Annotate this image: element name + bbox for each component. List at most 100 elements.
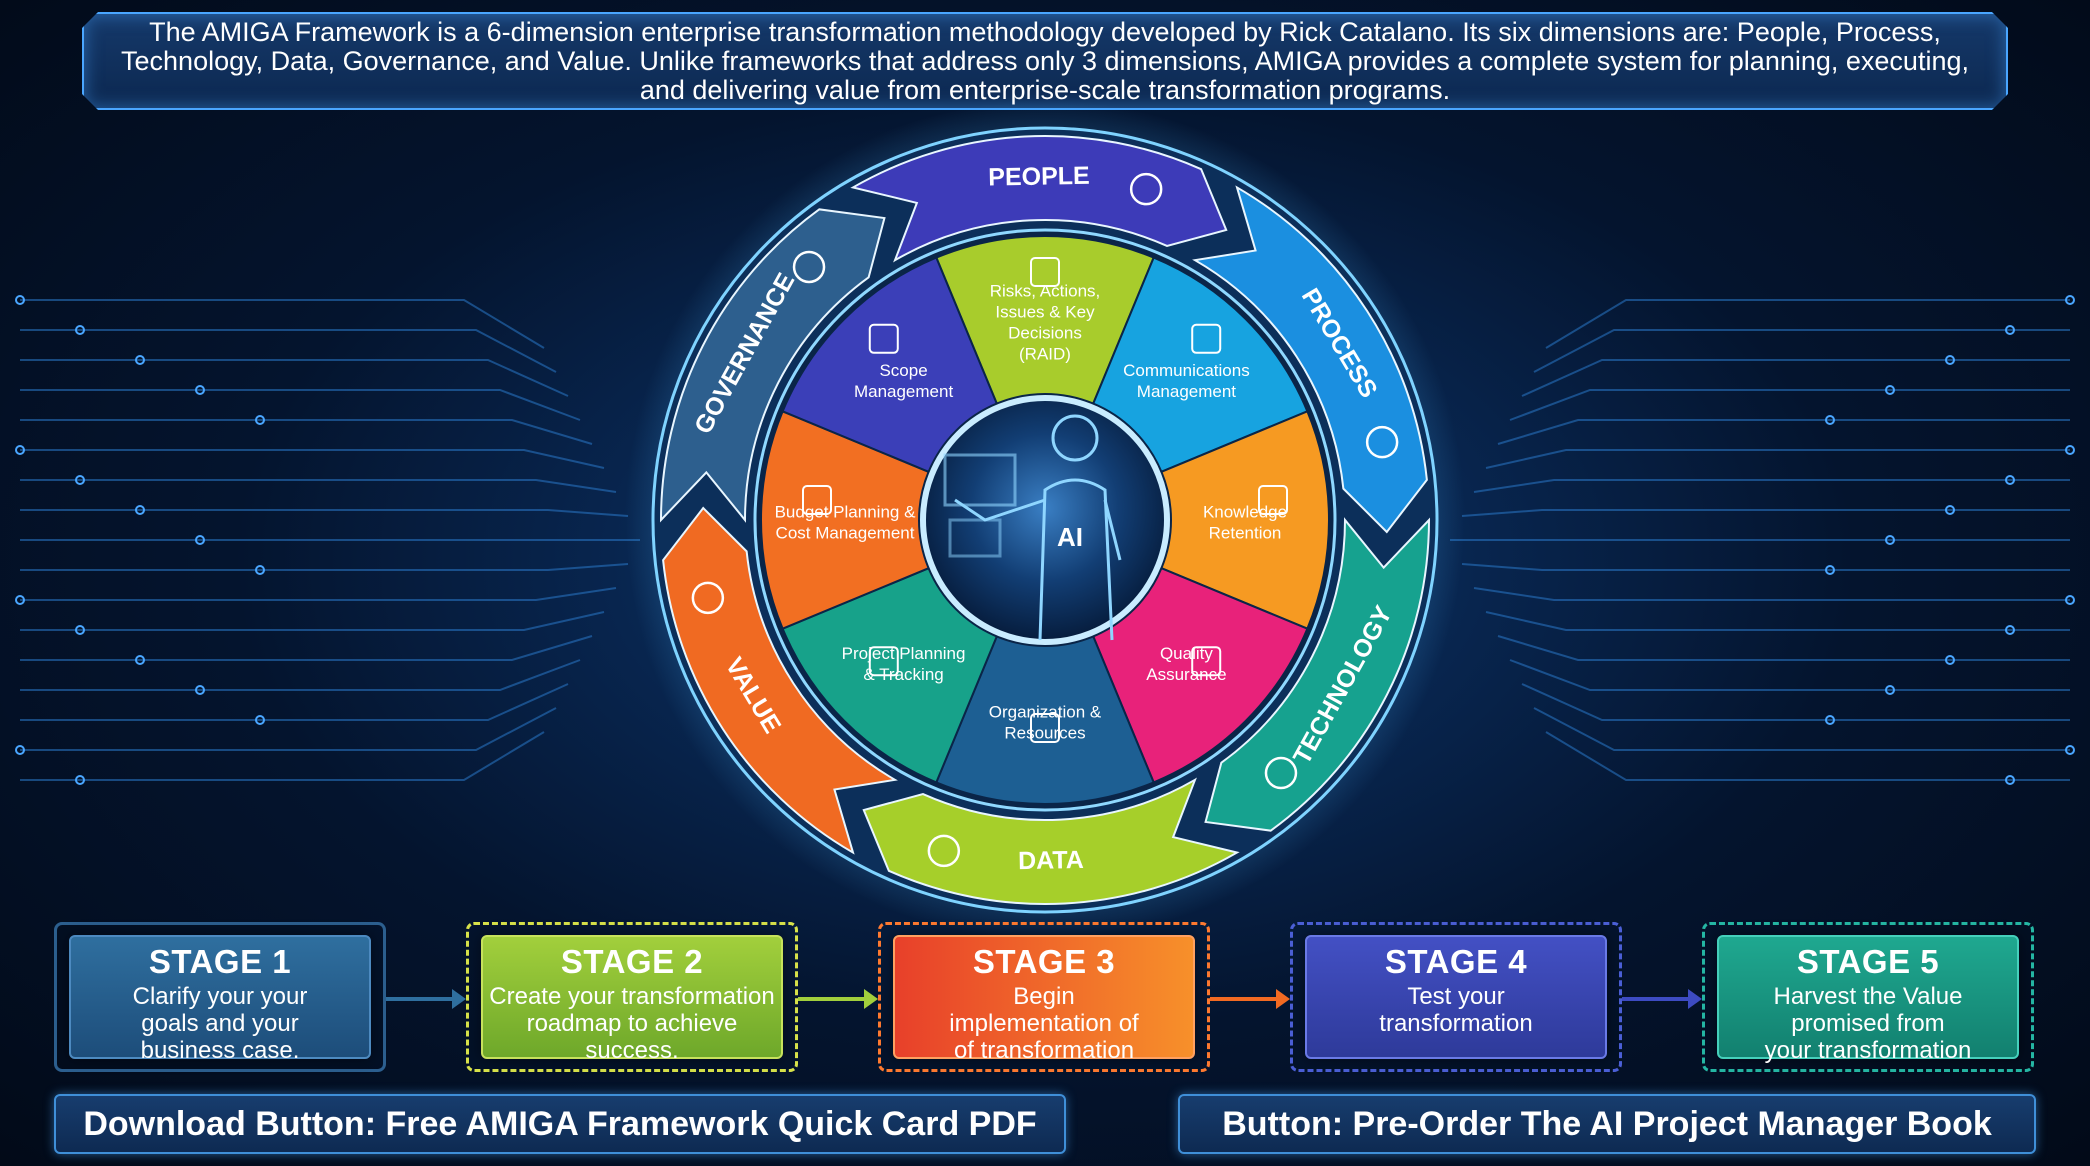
circuit-node-left (195, 385, 205, 395)
circuit-node-right (1825, 415, 1835, 425)
segment-label: Scope (879, 361, 927, 380)
segment-wedge (935, 635, 1155, 805)
segment-label: Assurance (1146, 665, 1226, 684)
circuit-trace-right (1533, 707, 2070, 751)
circuit-trace-left (20, 479, 617, 493)
circuit-node-left (15, 745, 25, 755)
circuit-node-right (2005, 625, 2015, 635)
circuit-trace-left (20, 611, 605, 631)
stage-1-card[interactable]: STAGE 1 Clarify your your goals and your… (54, 922, 386, 1072)
dimension-arrow-governance (659, 208, 886, 523)
stage-2-line-3: success. (585, 1037, 679, 1064)
circuit-trace-right (1545, 299, 2070, 349)
circuit-trace-left (20, 587, 617, 601)
stage-2-line-1: Create your transformation (489, 983, 775, 1010)
stage-4-description: Test your transformation (1373, 983, 1538, 1037)
circuit-trace-left (20, 659, 581, 691)
segment-label: Risks, Actions, (990, 282, 1101, 301)
people-group-icon (1129, 172, 1163, 206)
segment-label: Quality (1160, 644, 1213, 663)
circuit-node-left (255, 565, 265, 575)
stage-2-title: STAGE 2 (560, 943, 704, 980)
circuit-trace-right (1461, 563, 2070, 571)
circuit-node-right (2005, 325, 2015, 335)
banner-text: The AMIGA Framework is a 6-dimension ent… (121, 16, 1969, 105)
stage-2-line-2: roadmap to achieve (526, 1010, 738, 1037)
dimension-label-data: DATA (1018, 846, 1084, 875)
circuit-trace-left (20, 419, 593, 445)
stage-1-panel: STAGE 1 Clarify your your goals and your… (69, 935, 371, 1064)
circuit-node-right (2065, 595, 2075, 605)
circuit-trace-left (20, 359, 569, 397)
circuit-trace-right (1509, 389, 2070, 421)
circuit-trace-left (20, 509, 629, 517)
stage-2-panel: STAGE 2 Create your transformation roadm… (481, 935, 783, 1064)
quality-check-icon (1191, 646, 1222, 677)
hands-star-icon (691, 581, 725, 615)
core-ai-label: AI (1057, 522, 1083, 552)
segment-label: Issues & Key (995, 303, 1095, 322)
stage-3-to-4-arrow (1210, 989, 1290, 1009)
circuit-node-left (15, 295, 25, 305)
circuit-node-right (1945, 655, 1955, 665)
circuit-node-right (2065, 445, 2075, 455)
segment-label: (RAID) (1019, 345, 1071, 364)
segment-label: Management (854, 382, 954, 401)
circuit-node-left (75, 625, 85, 635)
bank-building-icon (792, 250, 826, 284)
circuit-node-left (195, 535, 205, 545)
segment-label: Cost Management (776, 524, 915, 543)
stage-5-card[interactable]: STAGE 5 Harvest the Value promised from … (1702, 922, 2034, 1072)
segment-wedge (760, 410, 930, 630)
stage-1-title: STAGE 1 (148, 943, 292, 980)
stage-3-line-2: implementation of (949, 1010, 1139, 1037)
stage-4-to-5-arrow (1622, 989, 1702, 1009)
download-quick-card-button[interactable]: Download Button: Free AMIGA Framework Qu… (54, 1094, 1066, 1154)
circuit-node-left (135, 655, 145, 665)
circuit-trace-right (1509, 659, 2070, 691)
stage-3-line-3: of transformation (953, 1037, 1135, 1064)
org-chart-icon (1030, 713, 1060, 743)
stage-3-panel: STAGE 3 Begin implementation of of trans… (893, 935, 1195, 1064)
circuit-trace-left (20, 329, 557, 373)
segment-wedge (1160, 410, 1330, 630)
stage-1-description: Clarify your your goals and your busines… (127, 983, 314, 1064)
stage-5-line-1: Harvest the Value (1773, 983, 1963, 1010)
stage-5-title: STAGE 5 (1796, 943, 1940, 980)
circuit-node-left (75, 475, 85, 485)
stage-1-line-2: goals and your (141, 1010, 299, 1037)
gears-icon (1365, 425, 1399, 459)
segment-label: Project Planning (842, 644, 966, 663)
segment-wedge (935, 235, 1155, 405)
stage-5-line-2: promised from (1791, 1010, 1945, 1037)
dimension-label-people: PEOPLE (988, 162, 1090, 192)
stage-2-card[interactable]: STAGE 2 Create your transformation roadm… (466, 922, 798, 1072)
segment-label: Decisions (1008, 324, 1082, 343)
circuit-trace-right (1497, 635, 2070, 661)
circuit-trace-right (1485, 449, 2070, 469)
segment-label: Knowledge (1203, 503, 1287, 522)
stage-3-line-1: Begin (1013, 983, 1075, 1010)
communication-icon (1191, 323, 1222, 354)
stage-4-card[interactable]: STAGE 4 Test your transformation (1290, 922, 1622, 1072)
stage-3-description: Begin implementation of of transformatio… (943, 983, 1144, 1064)
description-banner: The AMIGA Framework is a 6-dimension ent… (82, 12, 2008, 110)
ai-figure-icon (943, 414, 1122, 641)
circuit-trace-left (20, 635, 593, 661)
circuit-node-left (15, 595, 25, 605)
circuit-node-left (15, 445, 25, 455)
circuit-node-right (1945, 355, 1955, 365)
scope-target-icon (868, 323, 899, 354)
stage-2-description: Create your transformation roadmap to ac… (483, 983, 780, 1064)
circuit-trace-left (20, 731, 545, 781)
preorder-book-button[interactable]: Button: Pre-Order The AI Project Manager… (1178, 1094, 2036, 1154)
circuit-trace-right (1521, 683, 2070, 721)
stage-3-title: STAGE 3 (972, 943, 1116, 980)
circuit-trace-right (1473, 479, 2070, 493)
dimension-arrow-data (862, 777, 1240, 905)
stage-4-panel: STAGE 4 Test your transformation (1305, 935, 1607, 1059)
stage-4-line-1: Test your (1407, 983, 1505, 1010)
circuit-node-right (1885, 685, 1895, 695)
stage-3-card[interactable]: STAGE 3 Begin implementation of of trans… (878, 922, 1210, 1072)
